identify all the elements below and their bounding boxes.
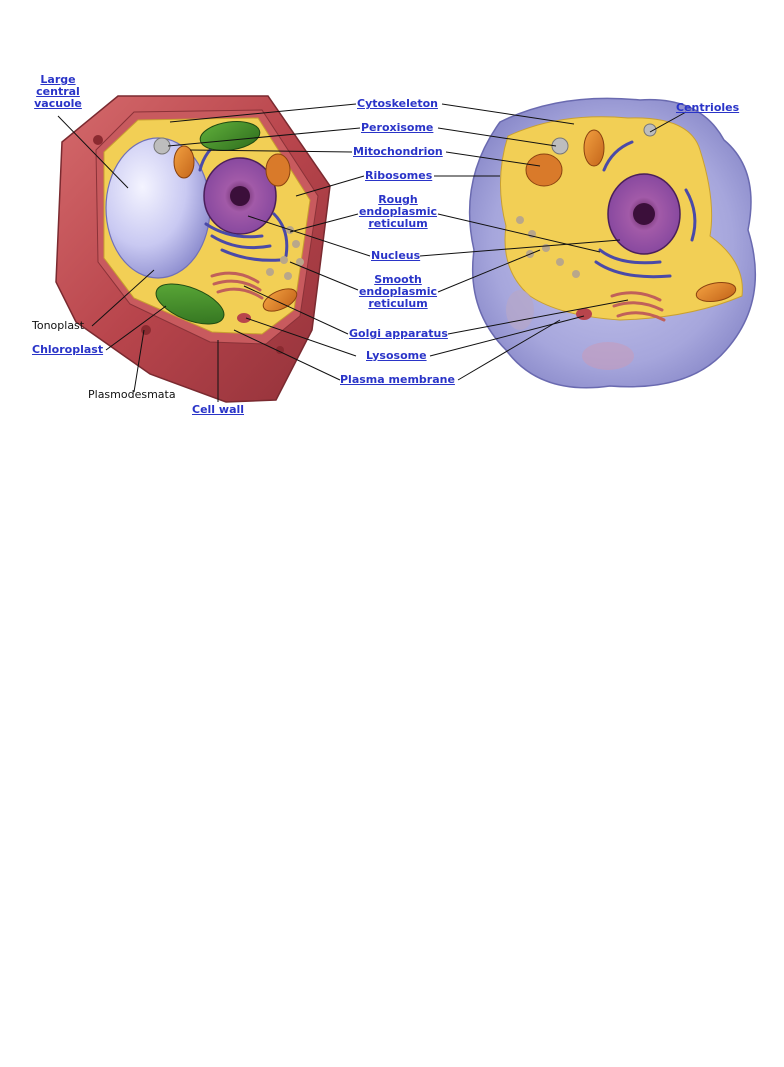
label-plasmodesmata: Plasmodesmata — [88, 389, 176, 401]
label-mitochondrion[interactable]: Mitochondrion — [353, 146, 443, 158]
label-nucleus[interactable]: Nucleus — [371, 250, 420, 262]
label-chloroplast[interactable]: Chloroplast — [32, 344, 103, 356]
label-line: reticulum — [354, 218, 442, 230]
animal-cell — [470, 98, 756, 387]
label-golgi-apparatus[interactable]: Golgi apparatus — [349, 328, 448, 340]
label-peroxisome[interactable]: Peroxisome — [361, 122, 433, 134]
label-line: vacuole — [30, 98, 86, 110]
label-cytoskeleton[interactable]: Cytoskeleton — [357, 98, 438, 110]
label-line: reticulum — [354, 298, 442, 310]
label-centrioles[interactable]: Centrioles — [676, 102, 739, 114]
label-lysosome[interactable]: Lysosome — [366, 350, 427, 362]
label-large-central-vacuole[interactable]: Large central vacuole — [30, 74, 86, 110]
label-plasma-membrane[interactable]: Plasma membrane — [340, 374, 455, 386]
label-tonoplast: Tonoplast — [32, 320, 84, 332]
label-smooth-er[interactable]: Smooth endoplasmic reticulum — [354, 274, 442, 310]
label-rough-er[interactable]: Rough endoplasmic reticulum — [354, 194, 442, 230]
label-ribosomes[interactable]: Ribosomes — [365, 170, 432, 182]
label-cell-wall[interactable]: Cell wall — [192, 404, 244, 416]
